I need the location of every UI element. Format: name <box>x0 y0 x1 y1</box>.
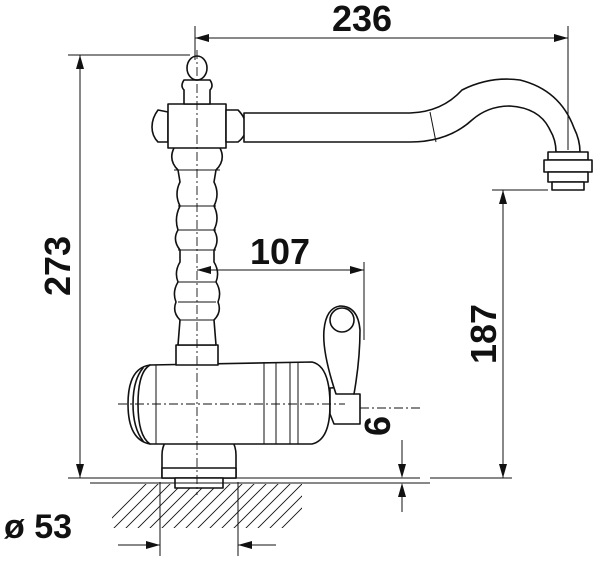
dimension-spout-height: 187 <box>430 189 548 479</box>
dimension-base-diameter: ø 53 <box>4 482 276 556</box>
countertop-section <box>90 477 430 528</box>
dimension-total-height: 273 <box>37 54 190 479</box>
dimension-handle-offset: 107 <box>197 231 365 340</box>
dim-6-label: 6 <box>357 416 398 436</box>
dim-107-label: 107 <box>250 231 310 272</box>
faucet-outline <box>127 55 593 489</box>
dim-273-label: 273 <box>37 236 78 296</box>
centerlines <box>118 50 420 495</box>
dimension-counter-height: 6 <box>357 416 406 512</box>
dimension-spout-reach: 236 <box>194 0 569 150</box>
dim-187-label: 187 <box>463 304 504 364</box>
dim-236-label: 236 <box>332 0 392 39</box>
dim-diameter-label: ø 53 <box>4 508 72 546</box>
